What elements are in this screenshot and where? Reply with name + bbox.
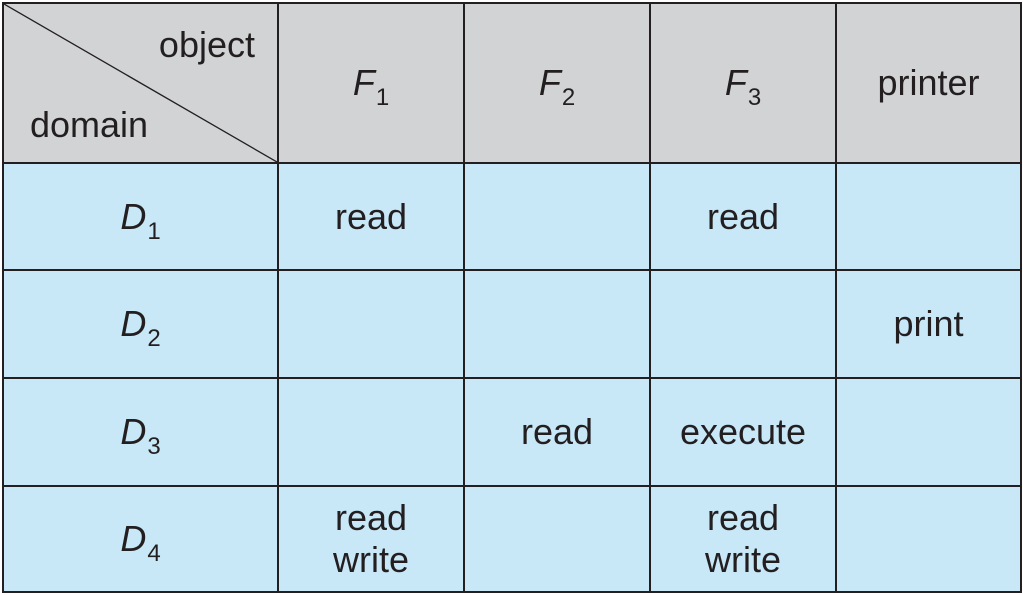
header-row: object domain F1 F2 F3 printer xyxy=(2,2,1022,164)
column-label: printer xyxy=(877,62,980,103)
access-right: read xyxy=(706,497,780,538)
row-header-d3: D3 xyxy=(2,377,279,487)
corner-cell: object domain xyxy=(2,2,279,164)
domain-row-d3: D3 read execute xyxy=(2,377,1022,487)
column-header-f2: F2 xyxy=(463,2,651,164)
access-cell-d3-f3: execute xyxy=(649,377,837,487)
access-right: write xyxy=(332,539,409,580)
access-right: execute xyxy=(679,411,807,452)
domain-axis-label: domain xyxy=(30,104,149,145)
access-cell-d4-f2 xyxy=(463,485,651,593)
column-symbol: F3 xyxy=(724,62,762,111)
access-right: read xyxy=(706,195,780,237)
access-cell-d1-printer xyxy=(835,162,1022,271)
column-header-f1: F1 xyxy=(277,2,465,164)
column-symbol: F1 xyxy=(352,62,390,111)
access-cell-d1-f1: read xyxy=(277,162,465,271)
access-cell-d3-printer xyxy=(835,377,1022,487)
access-right: read xyxy=(334,195,408,237)
access-cell-d4-f3: read write xyxy=(649,485,837,593)
column-header-printer: printer xyxy=(835,2,1022,164)
access-right: print xyxy=(893,303,964,344)
domain-row-d4: D4 read write read write xyxy=(2,485,1022,593)
access-cell-d3-f1 xyxy=(277,377,465,487)
access-cell-d1-f3: read xyxy=(649,162,837,271)
column-symbol: F2 xyxy=(538,62,576,111)
access-cell-d2-f1 xyxy=(277,269,465,379)
access-cell-d1-f2 xyxy=(463,162,651,271)
access-right: read xyxy=(334,497,408,538)
corner-diagonal-line xyxy=(4,4,277,162)
access-cell-d4-printer xyxy=(835,485,1022,593)
row-symbol: D3 xyxy=(120,411,161,460)
row-header-d2: D2 xyxy=(2,269,279,379)
object-axis-label: object xyxy=(158,24,255,65)
access-cell-d2-printer: print xyxy=(835,269,1022,379)
access-cell-d4-f1: read write xyxy=(277,485,465,593)
domain-row-d1: D1 read read xyxy=(2,162,1022,271)
row-header-d1: D1 xyxy=(2,162,279,271)
row-symbol: D1 xyxy=(120,195,161,245)
domain-row-d2: D2 print xyxy=(2,269,1022,379)
access-right: write xyxy=(704,539,781,580)
access-cell-d2-f3 xyxy=(649,269,837,379)
access-right: read xyxy=(520,411,594,452)
row-symbol: D2 xyxy=(120,303,161,352)
column-header-f3: F3 xyxy=(649,2,837,164)
access-cell-d3-f2: read xyxy=(463,377,651,487)
row-symbol: D4 xyxy=(120,518,161,567)
row-header-d4: D4 xyxy=(2,485,279,593)
access-cell-d2-f2 xyxy=(463,269,651,379)
